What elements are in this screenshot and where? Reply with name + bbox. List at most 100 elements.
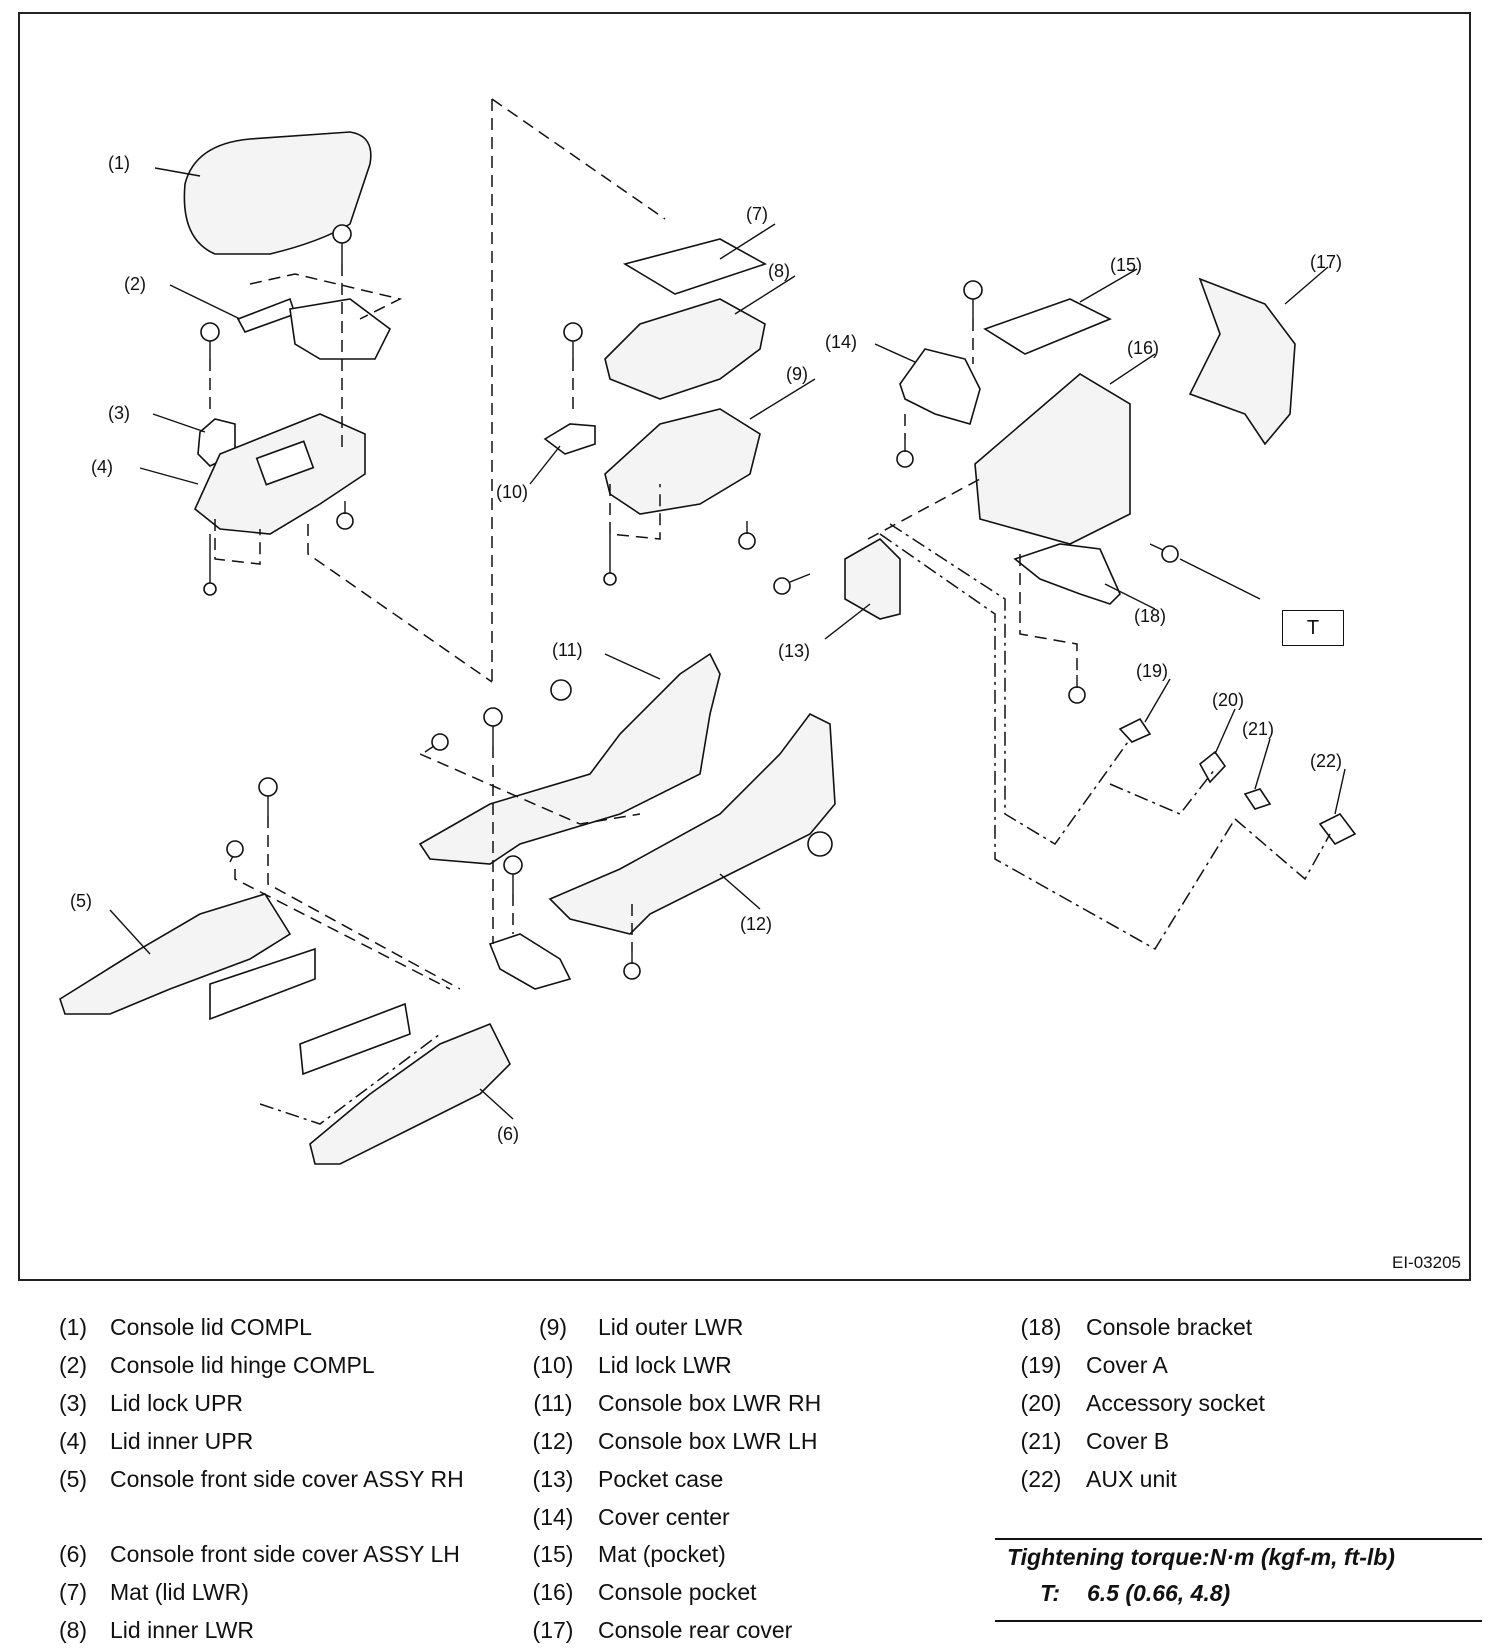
legend-text: Lid lock UPR [110,1390,243,1416]
torque-key: T: [1040,1580,1061,1606]
callout-7: (7) [746,204,768,224]
lid-outer-lwr-part [604,408,761,515]
legend-num: (15) [532,1541,574,1567]
cover-center-part [899,348,981,425]
legend-item: (1) Console lid COMPL [42,1312,512,1342]
legend-text: Console box LWR LH [598,1428,818,1454]
legend-text: Lid inner LWR [110,1617,255,1643]
legend-text: Cover center [598,1504,730,1530]
legend-item: (8) Lid inner LWR [42,1615,512,1645]
legend-text: Console box LWR RH [598,1390,822,1416]
console-lid-part [183,131,372,255]
lid-hinge-part [236,297,297,333]
legend-text: Accessory socket [1086,1390,1265,1416]
pocket-case-part [844,538,901,620]
console-box-lwr-rh-part [418,652,721,865]
lid-hinge-part-b [289,298,392,360]
legend-text: Console bracket [1086,1314,1253,1340]
callout-10: (10) [496,482,528,502]
torque-spec-box: Tightening torque:N·m (kgf-m, ft-lb) T: … [995,1538,1482,1622]
legend-num: (21) [1020,1428,1062,1454]
callout-13: (13) [778,641,810,661]
legend-item: (3) Lid lock UPR [42,1388,512,1418]
legend-num: (17) [532,1617,574,1643]
legend-num: (3) [58,1390,88,1416]
legend-item: (5) Console front side cover ASSY RH [42,1464,512,1528]
callout-3: (3) [108,403,130,423]
legend-text: Mat (pocket) [598,1541,726,1567]
figure-code: EI-03205 [1392,1253,1461,1272]
legend-num: (10) [532,1352,574,1378]
legend-num: (14) [532,1504,574,1530]
legend-item: (19) Cover A [1010,1350,1470,1380]
legend-item: (10) Lid lock LWR [522,1350,982,1380]
mat-lid-lwr-part [622,238,767,295]
legend-text: Console pocket [598,1579,757,1605]
torque-marker-box: T [1282,610,1344,646]
front-cover-rh-panel [209,947,316,1021]
legend-item: (16) Console pocket [522,1577,982,1607]
legend-text: Lid inner UPR [110,1428,254,1454]
legend-text: Lid lock LWR [598,1352,732,1378]
legend-num: (1) [58,1314,88,1340]
legend-num: (13) [532,1466,574,1492]
console-box-lwr-lh-part [548,712,836,935]
legend-num: (8) [58,1617,88,1643]
legend-text: Pocket case [598,1466,724,1492]
legend-item: (15) Mat (pocket) [522,1539,982,1569]
legend-item: (14) Cover center [522,1502,982,1532]
screw-icons [200,224,1179,980]
legend-item: (17) Console rear cover [522,1615,982,1645]
legend-num: (9) [538,1314,568,1340]
legend-num: (4) [58,1428,88,1454]
legend-text: Cover A [1086,1352,1168,1378]
legend-num: (5) [58,1466,88,1492]
legend-text: Cover B [1086,1428,1170,1454]
exploded-diagram: (1) (2) (3) (4) (5) (6) (7) (8) (9) (10)… [59,98,1357,1165]
legend-num: (18) [1020,1314,1062,1340]
callout-22: (22) [1310,751,1342,771]
legend-item: (2) Console lid hinge COMPL [42,1350,512,1380]
cover-b-part [1243,788,1272,810]
callout-6: (6) [497,1124,519,1144]
legend-num: (16) [532,1579,574,1605]
legend-num: (22) [1020,1466,1062,1492]
callout-9: (9) [786,364,808,384]
legend-item: (22) AUX unit [1010,1464,1470,1494]
callout-21: (21) [1242,719,1274,739]
callout-2: (2) [124,274,146,294]
legend-num: (6) [58,1541,88,1567]
legend-num: (2) [58,1352,88,1378]
legend-text: Console rear cover [598,1617,793,1643]
accessory-socket-part [1198,750,1227,784]
legend-item: (7) Mat (lid LWR) [42,1577,512,1607]
callout-15: (15) [1110,255,1142,275]
legend-text: Console front side cover ASSY RH [110,1466,464,1492]
lid-lock-lwr-part [543,423,596,455]
console-box-bracket [488,933,572,990]
legend-item: (18) Console bracket [1010,1312,1470,1342]
legend-num: (12) [532,1428,574,1454]
callout-labels: (1) (2) (3) (4) (5) (6) (7) (8) (9) (10)… [70,153,1342,1144]
legend-num: (20) [1020,1390,1062,1416]
callout-17: (17) [1310,252,1342,272]
legend-text: Console lid COMPL [110,1314,312,1340]
callout-8: (8) [768,261,790,281]
callout-5: (5) [70,891,92,911]
callout-12: (12) [740,914,772,934]
legend-item: (6) Console front side cover ASSY LH [42,1539,512,1569]
legend-num: (7) [58,1579,88,1605]
mat-pocket-part [983,298,1112,355]
callout-19: (19) [1136,661,1168,681]
legend-text: Mat (lid LWR) [110,1579,249,1605]
lid-inner-window [255,440,315,486]
callout-11: (11) [552,640,583,660]
callout-18: (18) [1134,606,1166,626]
callout-16: (16) [1127,338,1159,358]
legend-num: (11) [533,1390,573,1416]
legend-text: AUX unit [1086,1466,1177,1492]
legend-item: (20) Accessory socket [1010,1388,1470,1418]
callout-1: (1) [108,153,130,173]
exploded-diagram-frame: (1) (2) (3) (4) (5) (6) (7) (8) (9) (10)… [18,12,1471,1281]
legend-item: (9) Lid outer LWR [522,1312,982,1342]
